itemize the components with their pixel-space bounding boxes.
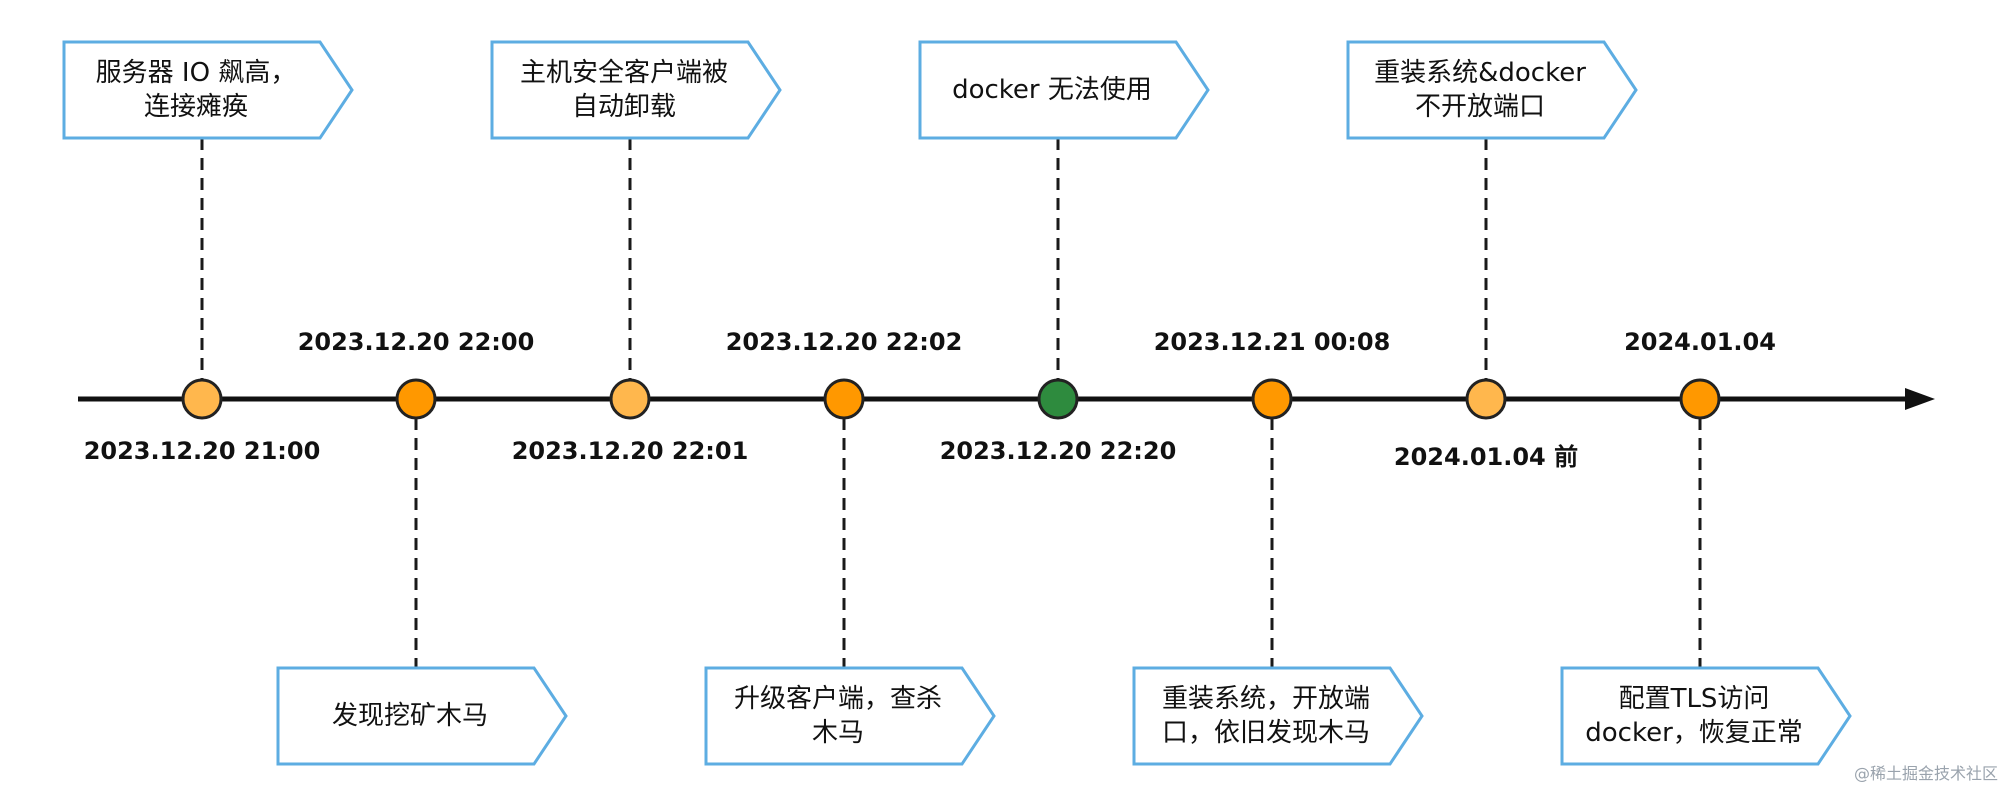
event-date-label: 2024.01.04 前: [1393, 443, 1579, 471]
callout-text-line: 主机安全客户端被: [519, 58, 728, 88]
event-node: [1251, 378, 1293, 420]
callout-box: [918, 40, 1210, 140]
callout-text-line: 不开放端口: [1414, 92, 1545, 122]
callout-text-line: 服务器 IO 飙高，: [95, 58, 297, 88]
callout-text: 发现挖矿木马: [278, 668, 542, 764]
callout-text: docker 无法使用: [920, 42, 1184, 138]
event-node: [1679, 378, 1721, 420]
axis-arrowhead: [1905, 388, 1935, 410]
event-node: [1037, 378, 1079, 420]
callout-text: 配置TLS访问 docker，恢复正常: [1562, 668, 1826, 764]
connector-lines: [200, 138, 1702, 668]
watermark: @稀土掘金技术社区: [1853, 764, 1998, 783]
callout-text: 主机安全客户端被自动卸载: [492, 42, 756, 138]
event-date-label: 2023.12.20 22:02: [725, 328, 963, 356]
callout-box: [62, 40, 354, 140]
event-node: [181, 378, 223, 420]
event-date-label: 2023.12.20 22:00: [297, 328, 535, 356]
callout-text-line: 口，依旧发现木马: [1161, 718, 1370, 748]
callout-text-line: 发现挖矿木马: [331, 701, 488, 731]
callout-boxes: [62, 40, 1852, 766]
event-date-label: 2023.12.20 22:01: [511, 437, 749, 465]
callout-text: 重装系统，开放端口，依旧发现木马: [1134, 668, 1398, 764]
callout-text: 服务器 IO 飙高， 连接瘫痪: [64, 42, 328, 138]
event-date-label: 2023.12.21 00:08: [1153, 328, 1391, 356]
event-node: [1465, 378, 1507, 420]
callout-text-line: 连接瘫痪: [143, 92, 248, 122]
callout-box: [1132, 666, 1424, 766]
callout-text-line: 升级客户端，查杀: [733, 684, 942, 714]
callout-box: [1560, 666, 1852, 766]
event-date-label: 2023.12.20 22:20: [939, 437, 1177, 465]
event-node: [395, 378, 437, 420]
callout-box: [490, 40, 782, 140]
callout-text-line: docker 无法使用: [952, 75, 1152, 105]
event-node: [609, 378, 651, 420]
callout-text-line: 木马: [811, 718, 864, 748]
timeline-axis: [78, 388, 1935, 410]
callout-text-line: docker，恢复正常: [1585, 718, 1803, 748]
event-nodes: [181, 378, 1721, 420]
callout-text-line: 重装系统，开放端: [1161, 684, 1370, 714]
callout-box: [276, 666, 568, 766]
callout-text: 重装系统&docker 不开放端口: [1348, 42, 1612, 138]
callout-text-line: 配置TLS访问: [1618, 684, 1770, 714]
callout-box: [704, 666, 996, 766]
event-node: [823, 378, 865, 420]
callout-box: [1346, 40, 1638, 140]
callout-text: 升级客户端，查杀木马: [706, 668, 970, 764]
callout-text-line: 重装系统&docker: [1374, 58, 1586, 88]
callout-text-line: 自动卸载: [571, 92, 676, 122]
event-date-label: 2023.12.20 21:00: [83, 437, 321, 465]
event-date-label: 2024.01.04: [1624, 328, 1776, 356]
